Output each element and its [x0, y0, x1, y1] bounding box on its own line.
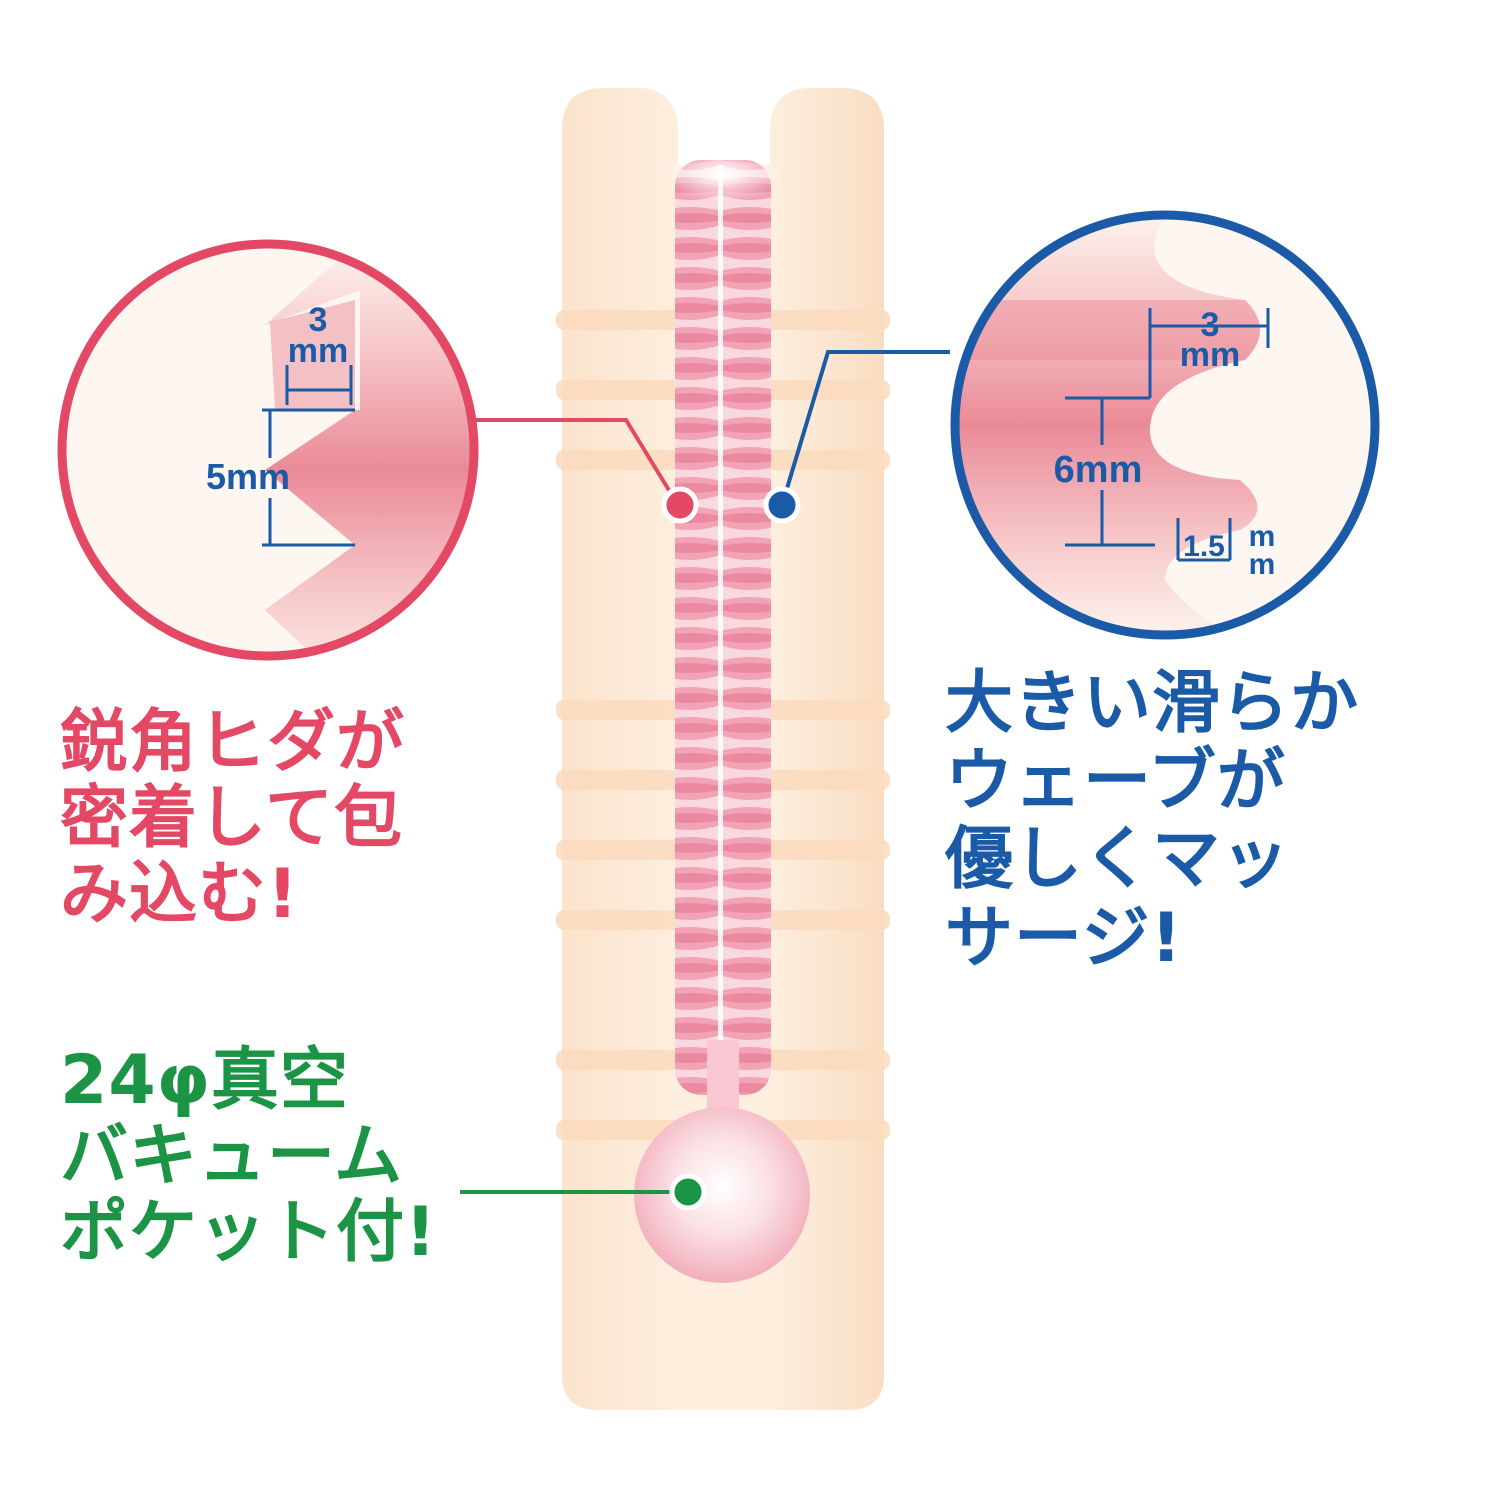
right-dim-small-unit-2: m — [1249, 548, 1276, 581]
caption-line: ウェーブが — [945, 742, 1286, 822]
left-zoom-circle: 3 mm 5mm — [57, 239, 479, 661]
caption-line: サージ! — [945, 898, 1183, 978]
caption-line: 鋭角ヒダが — [60, 703, 406, 782]
sharp-folds-caption: 鋭角ヒダが 密着して包 み込む! — [60, 703, 406, 935]
caption-line: 密着して包 — [60, 779, 403, 859]
right-dim-top-number: 3 — [1201, 306, 1220, 344]
green-leader — [460, 1173, 707, 1211]
caption-line: バキューム — [60, 1117, 403, 1197]
right-dim-top-unit: mm — [1180, 336, 1240, 374]
left-dim-top-number: 3 — [309, 301, 328, 339]
left-dim-pitch: 5mm — [206, 456, 290, 497]
left-dim-top-unit: mm — [288, 332, 348, 370]
caption-line: ポケット付! — [60, 1193, 438, 1273]
blue-leader — [763, 350, 950, 524]
right-dim-pitch: 6mm — [1054, 449, 1143, 491]
caption-line: 優しくマッ — [945, 820, 1291, 900]
smooth-wave-caption: 大きい滑らか ウェーブが 優しくマッ サージ! — [945, 664, 1360, 978]
right-dim-small-unit-1: m — [1249, 520, 1276, 553]
green-marker-dot — [669, 1173, 707, 1211]
vacuum-pocket-caption: 24φ真空 バキューム ポケット付! — [60, 1041, 438, 1273]
right-dim-small-number: 1.5 — [1183, 530, 1225, 563]
right-zoom-circle: 3 mm 6mm 1.5 m m — [950, 210, 1380, 640]
caption-line: み込む! — [60, 855, 300, 935]
inner-channel — [662, 147, 782, 1130]
pink-marker-dot — [661, 486, 699, 524]
caption-line: 大きい滑らか — [945, 664, 1360, 743]
blue-marker-dot — [763, 486, 801, 524]
vacuum-pocket — [634, 1107, 810, 1283]
pink-leader — [474, 418, 699, 524]
caption-line: 24φ真空 — [60, 1041, 349, 1120]
